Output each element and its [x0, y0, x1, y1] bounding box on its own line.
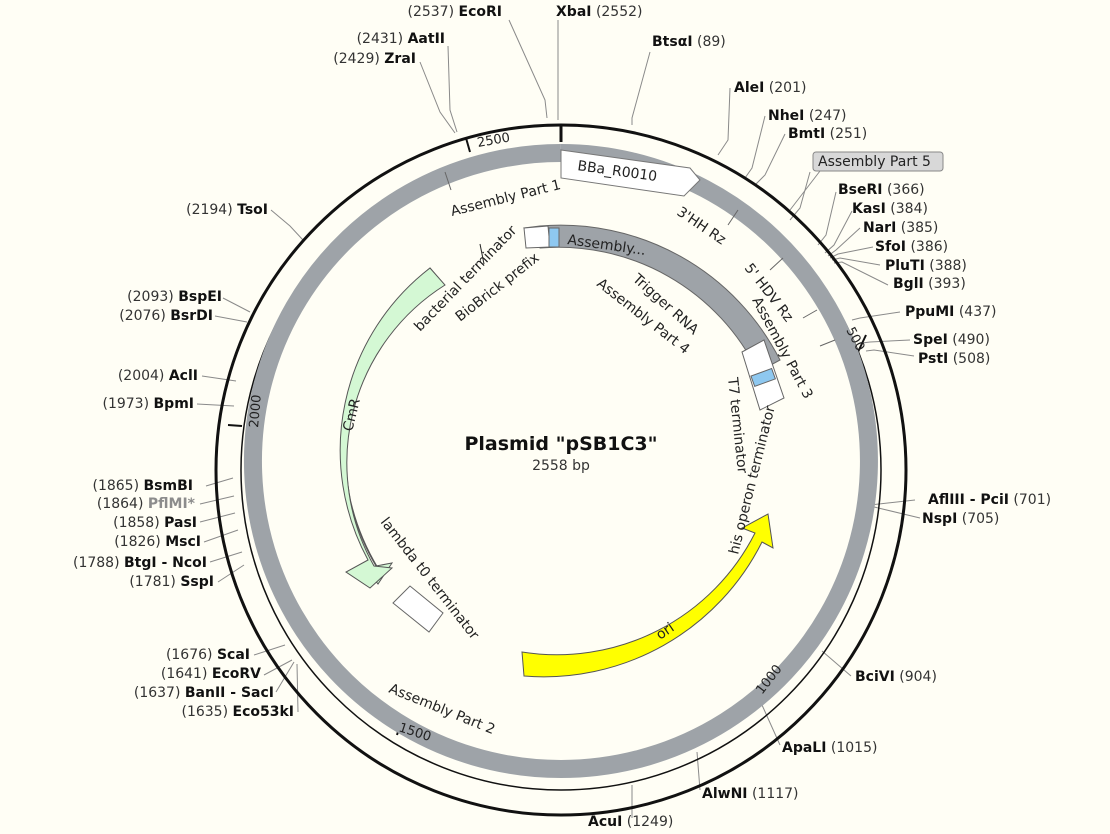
site-label-acui: AcuI (1249) [588, 814, 673, 830]
site-label-eco53ki: (1635) Eco53kI [182, 704, 295, 720]
leader-lines [196, 19, 921, 818]
bacterial-terminator-mark [479, 243, 485, 265]
site-label-ecori: (2537) EcoRI [408, 4, 503, 20]
site-label-afliii-pcii: AflIII - PciI (701) [928, 492, 1051, 508]
tick-label-2500: 2500 [476, 130, 511, 151]
site-label-alei: AleI (201) [734, 80, 806, 96]
assembly-outer-band [243, 144, 878, 778]
site-label-kasi: KasI (384) [852, 201, 928, 217]
tick-2500-mark [465, 137, 471, 153]
assembly-part-5-box [812, 151, 944, 172]
site-label-bcivi: BciVI (904) [855, 669, 937, 685]
lambda-t0-box [392, 585, 444, 633]
site-labels: (2537) EcoRI XbaI (2552) BtsαI (89) (243… [73, 4, 1051, 830]
hh-rz-label: 3'HH Rz [674, 204, 729, 248]
site-label-msci: (1826) MscI [114, 534, 201, 550]
site-label-tsoi: (2194) TsoI [186, 202, 268, 218]
assembly-part-1-label: Assembly Part 1 [449, 177, 562, 220]
inner-blue-right [750, 367, 777, 388]
site-label-sfoi: SfoI (386) [875, 239, 948, 255]
site-label-ppumi: PpuMI (437) [905, 304, 997, 320]
site-label-btsai: BtsαI (89) [652, 34, 726, 50]
site-label-scai: (1676) ScaI [166, 647, 250, 663]
t7-terminator-label: T7 terminator [724, 376, 750, 475]
site-label-pflmi: (1864) PflMI* [97, 496, 196, 512]
tick-label-2000: 2000 [247, 394, 265, 428]
inner-arc-white-start [523, 225, 551, 249]
cmr-label: CmR [340, 397, 364, 433]
site-label-bsmbi: (1865) BsmBI [93, 478, 194, 494]
site-label-xbai: XbaI (2552) [556, 4, 643, 20]
site-label-nari: NarI (385) [863, 220, 938, 236]
site-label-bgli: BglI (393) [893, 276, 966, 292]
site-label-bseri: BseRI (366) [838, 182, 925, 198]
assembly-part-5-label: Assembly Part 5 [818, 154, 931, 170]
site-label-spei: SpeI (490) [913, 332, 990, 348]
site-label-nhei: NheI (247) [768, 108, 847, 124]
site-label-alwni: AlwNI (1117) [702, 786, 799, 802]
site-label-bmti: BmtI (251) [788, 126, 867, 142]
plasmid-title: Plasmid "pSB1C3" [464, 433, 657, 455]
tick-500-mark [857, 334, 867, 353]
site-label-bpmi: (1973) BpmI [102, 396, 194, 412]
site-label-aatii: (2431) AatII [357, 31, 445, 47]
site-label-acli: (2004) AclI [118, 368, 198, 384]
site-label-nspi: NspI (705) [922, 511, 999, 527]
site-label-sspi: (1781) SspI [129, 574, 214, 590]
bba-r0010-feature [560, 149, 701, 197]
ori-feature [521, 513, 774, 678]
plasmid-size: 2558 bp [532, 458, 590, 474]
site-label-ecorv: (1641) EcoRV [161, 666, 261, 682]
site-label-zrai: (2429) ZraI [333, 51, 416, 67]
tick-2000-mark [227, 424, 243, 427]
site-label-apali: ApaLI (1015) [782, 740, 877, 756]
site-label-bspei: (2093) BspEI [127, 289, 222, 305]
site-label-psti: PstI (508) [918, 351, 990, 367]
band-separators [444, 171, 836, 347]
cmr-arrow [339, 267, 446, 589]
site-label-banii-saci: (1637) BanII - SacI [134, 685, 274, 701]
site-label-pasi: (1858) PasI [113, 515, 197, 531]
biobrick-prefix-blue [548, 227, 560, 248]
site-label-bsrdi: (2076) BsrDI [119, 308, 213, 324]
site-label-btgi-ncoi: (1788) BtgI - NcoI [73, 555, 207, 571]
site-label-pluti: PluTI (388) [885, 258, 967, 274]
